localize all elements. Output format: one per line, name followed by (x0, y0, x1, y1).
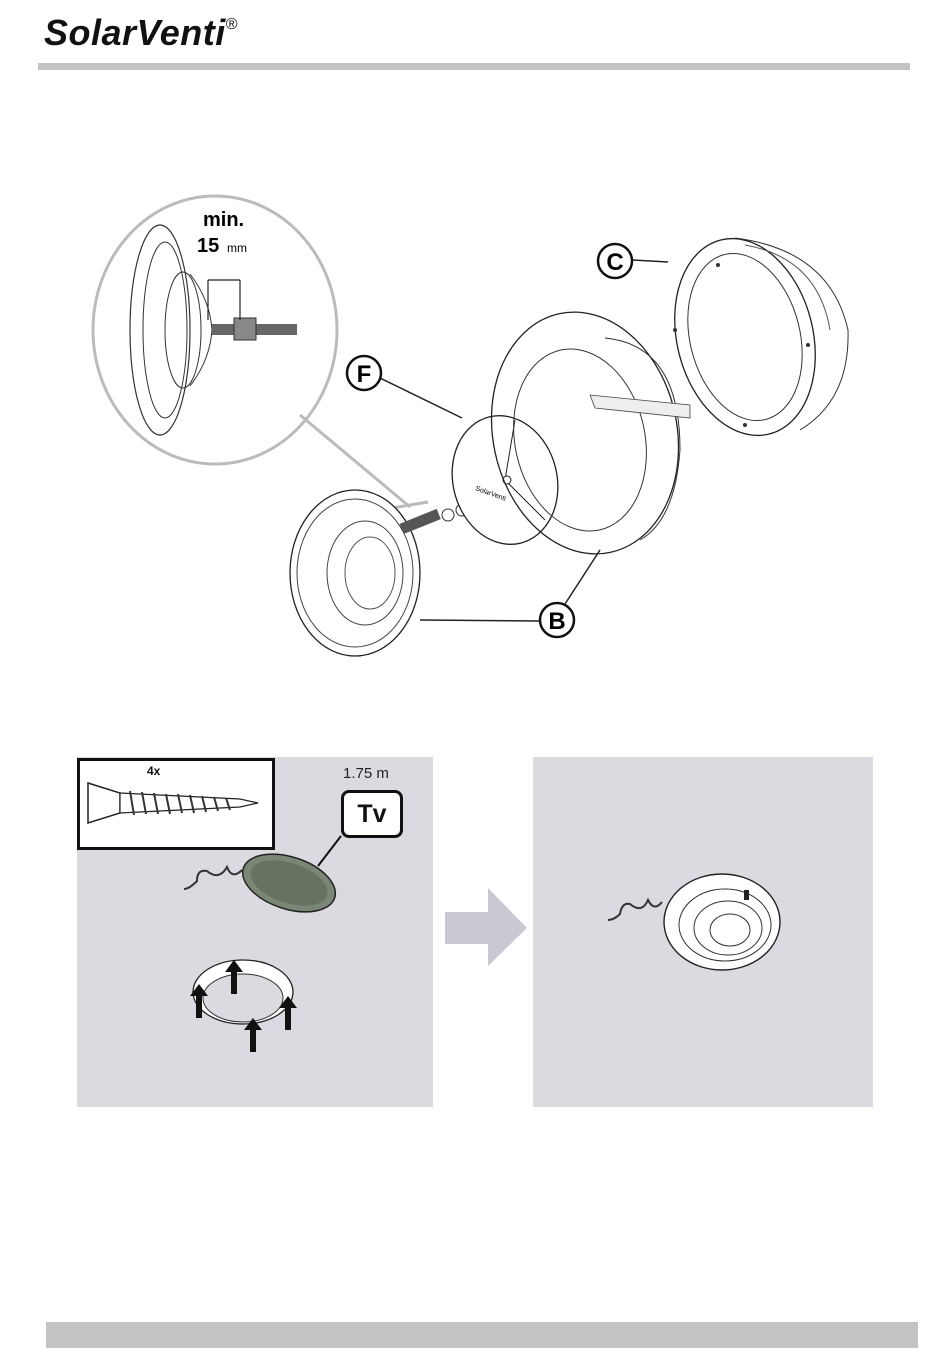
install-step-after (533, 757, 873, 1107)
screw-icon (80, 761, 272, 847)
callout-c-label: C (606, 249, 623, 276)
mount-height-label: 1.75 m (343, 765, 389, 782)
min-value: 15 (197, 235, 219, 257)
callout-f: F (347, 356, 462, 418)
callout-c: C (598, 244, 668, 278)
step-arrow-icon (445, 888, 527, 966)
footer-rule (46, 1322, 918, 1348)
exploded-diagram: min. 15 mm SolarVenti (0, 0, 950, 700)
zoom-detail: min. 15 mm (93, 196, 428, 508)
min-unit: mm (227, 241, 247, 255)
min-label: min. (203, 209, 244, 231)
screw-kit-box: 4x (77, 758, 275, 850)
callout-f-label: F (357, 361, 372, 388)
callout-b: B (420, 550, 600, 637)
callout-b-label: B (548, 608, 565, 635)
inner-cover (290, 490, 468, 656)
filter-disc: SolarVenti (439, 404, 571, 555)
sensor-tag: Tv (341, 790, 403, 838)
